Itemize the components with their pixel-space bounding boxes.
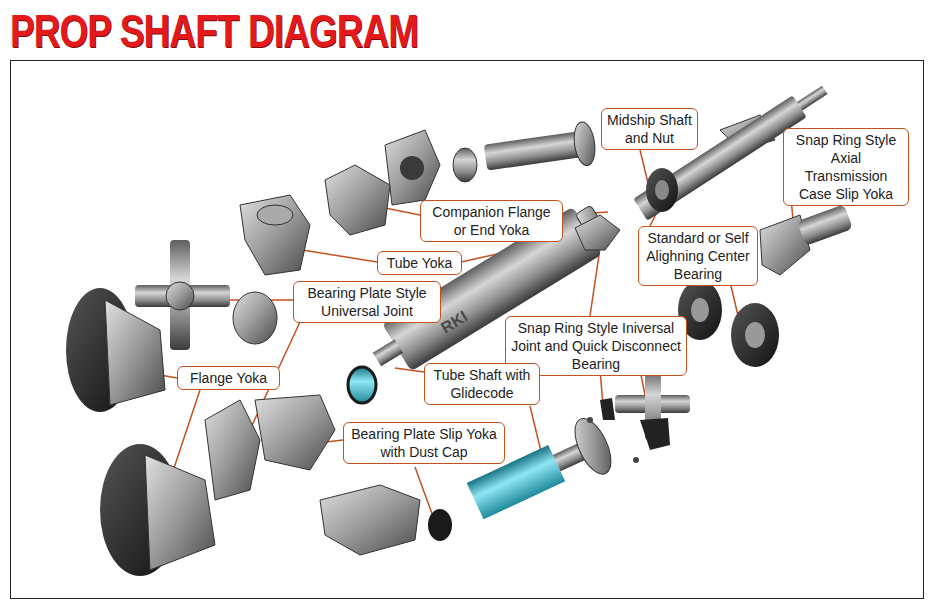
retainer [640, 418, 670, 450]
callout-text: Companion Flange or End Yoka [425, 203, 558, 239]
callout-box: Tube Yoka [377, 251, 462, 275]
flange-body [145, 455, 215, 570]
callout-text: Standard or Self Alighning Center Bearin… [643, 229, 753, 283]
nut [453, 148, 477, 182]
shaft-body [484, 132, 582, 171]
callout-box: Snap Ring Style Axial Transmission Case … [783, 128, 909, 206]
flange-yoke-upper [66, 288, 165, 412]
shaft-collar [572, 121, 598, 167]
tube-yoke [240, 195, 310, 275]
callout-box: Tube Shaft with Glidecode [424, 363, 540, 405]
end-yoke [325, 165, 390, 235]
leader-line [395, 368, 424, 372]
bearing-core [655, 180, 669, 200]
callout-box: Flange Yoka [177, 366, 280, 390]
callout-text: Bearing Plate Slip Yoka with Dust Cap [348, 425, 500, 461]
callout-text: Tube Shaft with Glidecode [429, 366, 535, 402]
callout-box: Bearing Plate Style Universal Joint [293, 281, 441, 323]
diagram-title: PROP SHAFT DIAGRAM [10, 4, 418, 58]
flange-body [105, 300, 165, 405]
spline-ring [348, 367, 376, 403]
bearing-cap [233, 292, 277, 344]
callout-text: Snap Ring Style Axial Transmission Case … [788, 131, 904, 203]
leader-lines [120, 150, 795, 522]
dust-cap [428, 509, 452, 541]
yoke-bore [257, 205, 293, 225]
bearing-core [745, 322, 765, 348]
retainer [600, 398, 615, 420]
callout-text: Tube Yoka [382, 254, 457, 272]
callout-box: Bearing Plate Slip Yoka with Dust Cap [343, 422, 505, 464]
slip-yoke [255, 395, 335, 470]
u-joint-center [166, 282, 194, 310]
bolt [587, 417, 593, 423]
callout-text: Bearing Plate Style Universal Joint [298, 284, 436, 320]
callout-box: Midship Shaft and Nut [601, 108, 698, 150]
callout-box: Companion Flange or End Yoka [420, 200, 563, 242]
axial-shaft [797, 204, 853, 246]
bolt [633, 457, 639, 463]
u-joint-lower [205, 400, 260, 500]
shaft-body [797, 204, 853, 246]
center-bearing [646, 168, 678, 212]
center-bearing-self-aligning [731, 303, 779, 367]
lower-slip-yoke [320, 485, 420, 555]
tube-stub [373, 339, 404, 366]
spline-flange [568, 413, 619, 479]
callout-box: Standard or Self Alighning Center Bearin… [638, 226, 758, 286]
bearing-core [691, 298, 709, 322]
snap-ring-u-joint [587, 370, 690, 463]
flange-hole [400, 156, 424, 180]
flange-yoke-lower [100, 395, 335, 576]
midship-shaft [482, 121, 597, 180]
companion-flange [385, 130, 440, 205]
tube-end [797, 86, 828, 111]
callout-text: Midship Shaft and Nut [606, 111, 693, 147]
callout-text: Flange Yoka [182, 369, 275, 387]
small-u-joint [575, 215, 620, 250]
